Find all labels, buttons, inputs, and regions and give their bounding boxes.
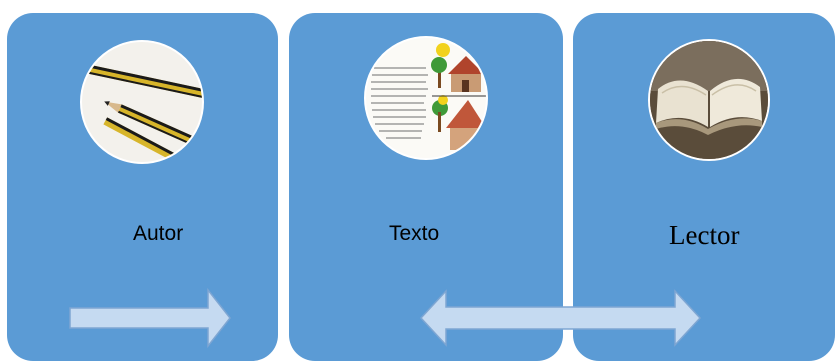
autor-panel: Autor xyxy=(7,13,278,361)
texto-label: Texto xyxy=(389,222,440,245)
autor-label: Autor xyxy=(133,222,184,245)
pencils-icon xyxy=(80,40,204,164)
lector-panel: Lector xyxy=(573,13,835,361)
texto-panel: Texto xyxy=(289,13,563,361)
lector-label: Lector xyxy=(669,220,740,250)
open-book-icon xyxy=(648,39,770,161)
handwritten-text-drawing-icon xyxy=(364,36,488,160)
